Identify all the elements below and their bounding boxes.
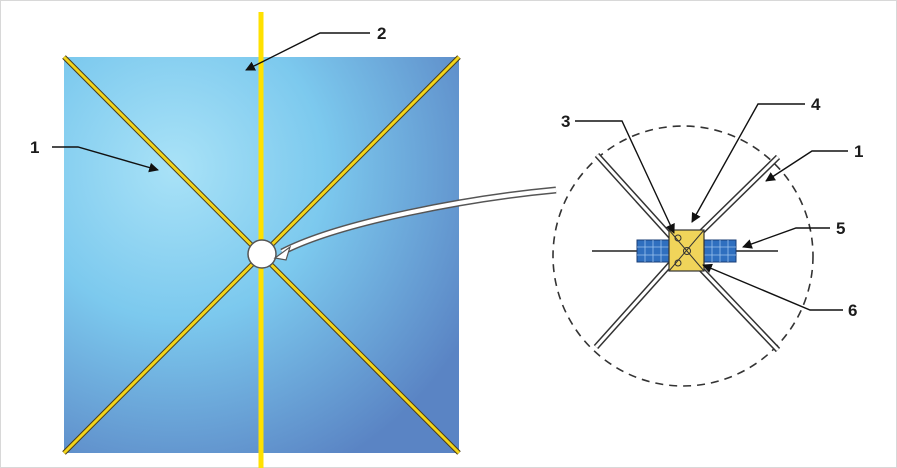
label-detail-boom: 1 <box>854 142 863 161</box>
leader-lines <box>52 32 848 311</box>
label-sail-boom: 1 <box>30 138 39 157</box>
label-mast: 2 <box>377 24 386 43</box>
label-part-4: 4 <box>811 95 821 114</box>
label-solar-panel: 5 <box>836 219 845 238</box>
label-part-6: 6 <box>848 301 857 320</box>
solar-panel-left <box>636 239 670 263</box>
solar-panel-right <box>703 239 737 263</box>
hub-circle <box>247 239 277 269</box>
label-part-3: 3 <box>561 112 570 131</box>
spacecraft-body <box>668 229 705 272</box>
magnify-arrow <box>273 186 557 261</box>
detail-circle <box>552 125 814 387</box>
